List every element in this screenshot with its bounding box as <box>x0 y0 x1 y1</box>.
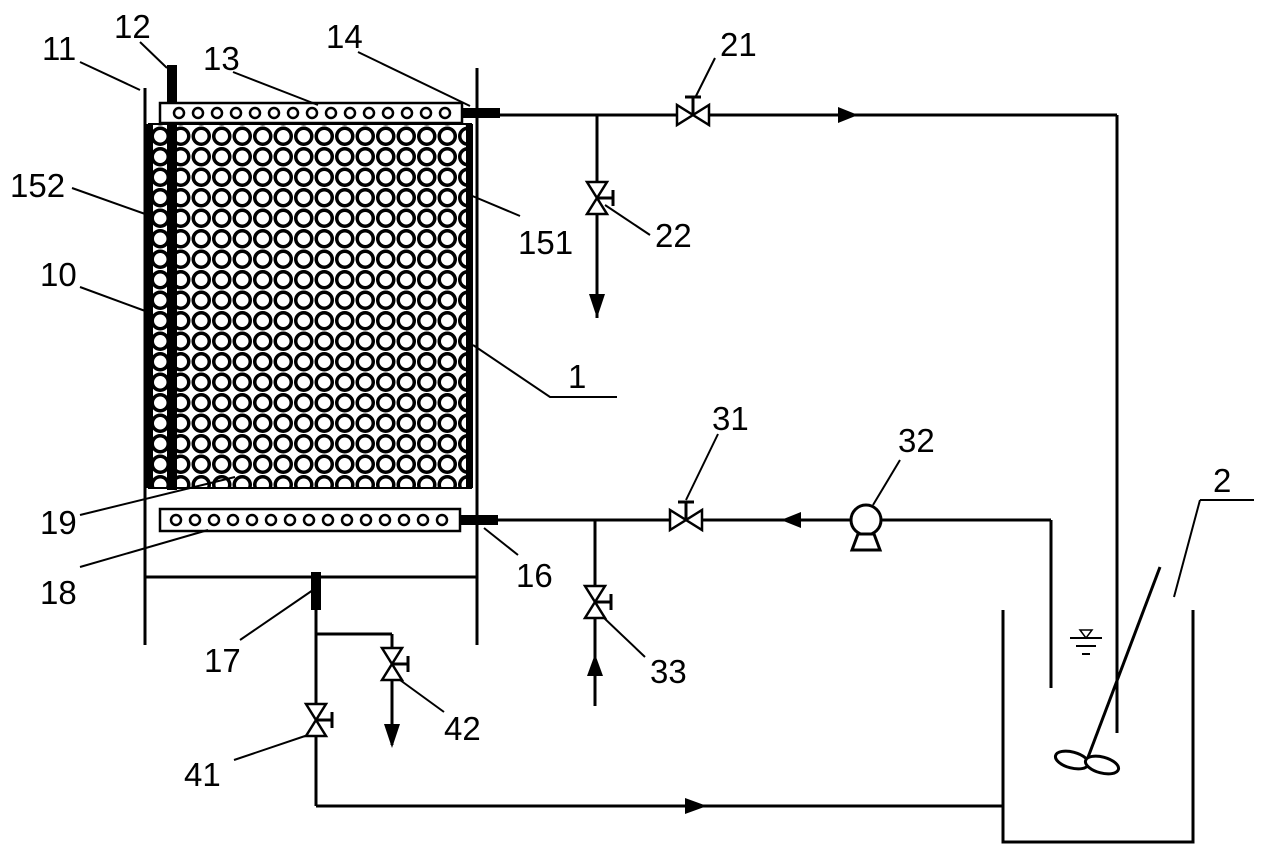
label-22: 22 <box>655 217 692 254</box>
label-13: 13 <box>203 40 240 77</box>
bottom-distributor <box>158 507 498 533</box>
label-1: 1 <box>568 358 586 395</box>
label-12: 12 <box>114 8 151 45</box>
valve-42 <box>379 646 410 682</box>
label-10: 10 <box>40 256 77 293</box>
electrode-152 <box>146 124 153 488</box>
label-151: 151 <box>518 224 573 261</box>
label-11: 11 <box>42 30 76 67</box>
tank-2 <box>1001 610 1195 844</box>
valve-22 <box>584 180 615 216</box>
label-41: 41 <box>184 756 221 793</box>
label-2: 2 <box>1213 462 1231 499</box>
valve-21 <box>675 95 711 128</box>
label-42: 42 <box>444 710 481 747</box>
label-33: 33 <box>650 653 687 690</box>
label-17: 17 <box>204 642 241 679</box>
label-14: 14 <box>326 18 363 55</box>
valve-33 <box>582 584 613 620</box>
label-21: 21 <box>720 26 757 63</box>
label-18: 18 <box>40 574 77 611</box>
pump-32 <box>849 503 883 552</box>
valve-41 <box>303 702 334 738</box>
bottom-outlet <box>311 572 321 610</box>
label-16: 16 <box>516 557 553 594</box>
labels: 11 12 13 14 21 152 151 22 10 1 31 32 2 1… <box>10 8 1231 793</box>
electrode-151 <box>466 124 473 488</box>
packed-bed <box>148 123 472 489</box>
top-distributor <box>158 101 500 125</box>
valve-31 <box>668 500 704 533</box>
label-31: 31 <box>712 400 749 437</box>
leader-lines <box>71 41 1254 761</box>
label-152: 152 <box>10 167 65 204</box>
stirrer <box>1053 566 1162 776</box>
probe-12 <box>167 65 177 490</box>
flow-arrows <box>384 107 858 814</box>
label-32: 32 <box>898 422 935 459</box>
label-19: 19 <box>40 504 77 541</box>
